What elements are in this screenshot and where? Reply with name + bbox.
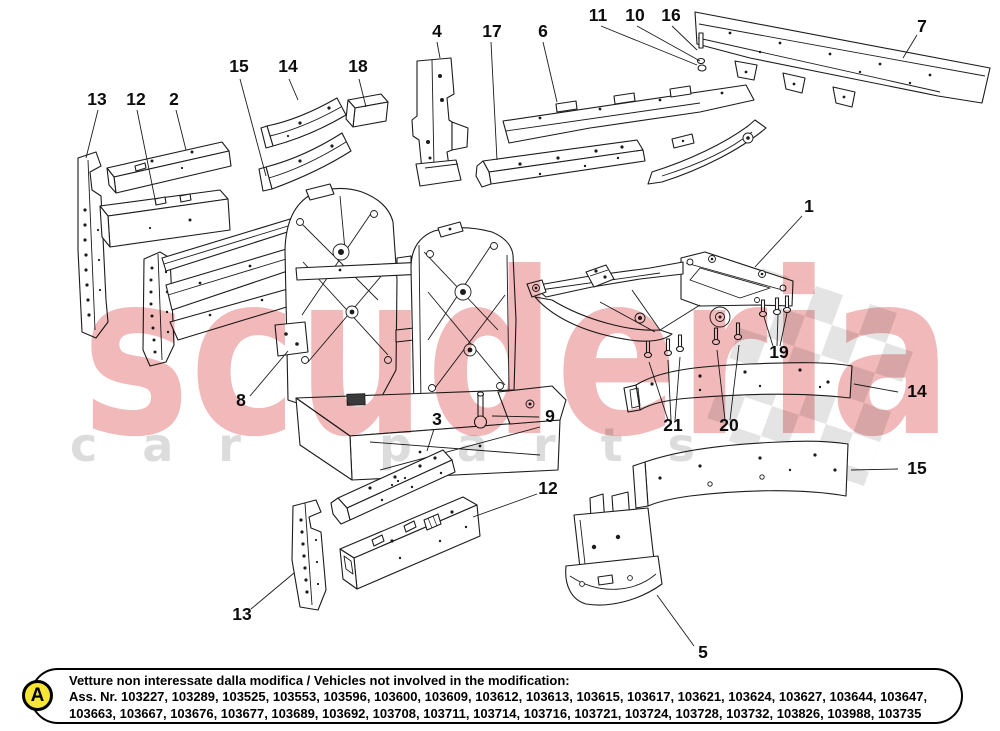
callout-13-top[interactable]: 13 — [87, 89, 107, 109]
part-8-front-structure-frame — [142, 183, 567, 481]
part-13-top-plate — [77, 151, 109, 339]
note-line-1: Vetture non interessate dalla modifica /… — [69, 673, 570, 688]
part-12-bottom-box-beam — [339, 496, 481, 590]
part-12-top-box-beam — [99, 189, 231, 248]
note-line-3: 103663, 103667, 103676, 103677, 103689, … — [69, 705, 922, 721]
bolt-group-20 — [711, 322, 743, 346]
callout-12-bottom[interactable]: 12 — [538, 478, 558, 498]
callout-7[interactable]: 7 — [917, 16, 927, 36]
part-14-right-beam — [623, 362, 853, 413]
callout-20[interactable]: 20 — [719, 415, 739, 435]
callout-14-right[interactable]: 14 — [907, 381, 927, 401]
callout-16[interactable]: 16 — [661, 5, 681, 25]
callout-6[interactable]: 6 — [538, 21, 548, 41]
callout-4[interactable]: 4 — [432, 21, 442, 41]
callout-8[interactable]: 8 — [236, 390, 246, 410]
note-line-2: Ass. Nr. 103227, 103289, 103525, 103553,… — [69, 689, 928, 705]
callout-9[interactable]: 9 — [545, 406, 555, 426]
callout-18[interactable]: 18 — [348, 56, 368, 76]
part-6-upper-cross-member — [502, 84, 767, 185]
note-box: A Vetture non interessate dalla modifica… — [22, 668, 963, 724]
callout-5[interactable]: 5 — [698, 642, 708, 662]
part-13-bottom-plate — [291, 499, 327, 611]
callout-11[interactable]: 11 — [589, 5, 608, 25]
part-18-spacer-box — [345, 93, 389, 128]
callout-17[interactable]: 17 — [482, 21, 501, 41]
callout-19[interactable]: 19 — [769, 342, 789, 362]
bolt-group-19 — [758, 295, 792, 318]
note-badge-a: A — [22, 680, 53, 711]
part-17-beam — [475, 139, 646, 188]
callout-13-bottom[interactable]: 13 — [232, 604, 252, 624]
part-4-bracket — [411, 57, 469, 187]
bolt-stack-11-10-16 — [696, 32, 707, 72]
callout-10[interactable]: 10 — [625, 5, 645, 25]
callout-14-top[interactable]: 14 — [278, 56, 298, 76]
part-5-wheelarch-bracket — [565, 491, 663, 606]
part-7-sill-beam — [694, 11, 991, 108]
callout-3[interactable]: 3 — [432, 409, 442, 429]
bolt-group-21 — [643, 334, 685, 359]
callout-15-right[interactable]: 15 — [907, 458, 927, 478]
callout-2[interactable]: 2 — [169, 89, 179, 109]
part-15-right-beam — [632, 440, 849, 509]
part-2-beam — [106, 141, 232, 194]
leader-lines — [85, 25, 918, 647]
note-text: Vetture non interessate dalla modifica /… — [69, 670, 961, 722]
part-3-beam — [330, 449, 456, 525]
callout-12-top[interactable]: 12 — [126, 89, 146, 109]
watermark-subtitle-text: car parts — [70, 418, 740, 472]
callout-1[interactable]: 1 — [804, 196, 814, 216]
part-1-front-subframe — [526, 251, 794, 342]
watermark-brand-text: scuderia — [82, 225, 952, 487]
callout-15-top[interactable]: 15 — [229, 56, 249, 76]
callout-21[interactable]: 21 — [663, 415, 683, 435]
bolt-9 — [473, 391, 488, 429]
